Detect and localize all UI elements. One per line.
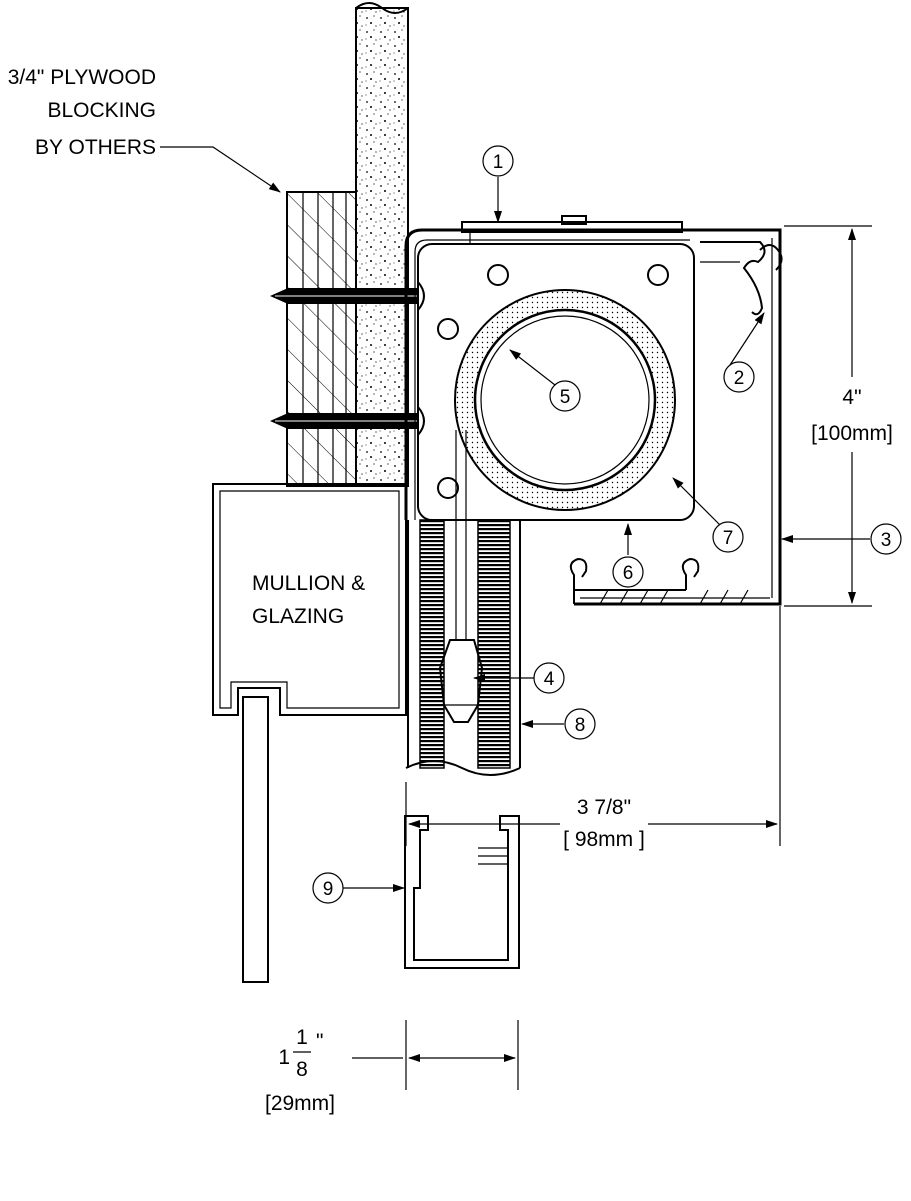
plywood-blocking: [286, 191, 357, 487]
svg-text:6: 6: [623, 563, 634, 584]
callout-9: 9: [312, 872, 344, 904]
svg-text:[ 98mm ]: [ 98mm ]: [563, 828, 645, 851]
plywood-label-line3: BY OTHERS: [35, 136, 156, 159]
svg-text:9: 9: [323, 879, 334, 900]
plywood-leader: [160, 146, 281, 193]
svg-text:[29mm]: [29mm]: [265, 1092, 335, 1115]
bracket: [404, 215, 700, 521]
callout-6: 6: [612, 556, 644, 588]
svg-text:": ": [316, 1030, 323, 1053]
plywood-label-line2: BLOCKING: [47, 99, 156, 122]
svg-text:8: 8: [575, 715, 586, 736]
svg-text:1: 1: [278, 1046, 290, 1069]
callout-3: 3: [870, 523, 902, 555]
callout-8: 8: [564, 708, 596, 740]
svg-text:7: 7: [723, 528, 734, 549]
mullion: [212, 483, 407, 983]
svg-text:4: 4: [544, 669, 555, 690]
svg-text:5: 5: [560, 387, 571, 408]
svg-text:[100mm]: [100mm]: [811, 422, 893, 445]
callout-4: 4: [533, 662, 565, 694]
mullion-label-line1: MULLION &: [252, 572, 365, 595]
svg-text:8: 8: [296, 1058, 308, 1081]
fascia: [569, 228, 783, 606]
svg-text:1: 1: [296, 1026, 308, 1049]
svg-text:1: 1: [493, 152, 504, 173]
height-dimension: 4" [100mm]: [784, 225, 893, 607]
plywood-label-line1: 3/4" PLYWOOD: [8, 66, 156, 89]
callout-7: 7: [712, 521, 744, 553]
screw-lower: [270, 406, 425, 436]
callout-2: 2: [723, 361, 755, 393]
channel-dimension: 1 1 8 " [29mm]: [265, 1020, 519, 1115]
svg-text:3 7/8": 3 7/8": [577, 796, 631, 819]
shade-fabric: [405, 430, 521, 776]
callout-5: 5: [549, 380, 581, 412]
svg-text:4": 4": [842, 386, 861, 409]
screw-upper: [270, 281, 425, 311]
callout-1: 1: [482, 145, 514, 177]
wall-board: [355, 2, 409, 487]
bottom-channel: [404, 815, 520, 969]
svg-text:3: 3: [881, 530, 892, 551]
svg-text:2: 2: [734, 368, 745, 389]
width-dimension: 3 7/8" [ 98mm ]: [405, 606, 781, 851]
mullion-label-line2: GLAZING: [252, 605, 344, 628]
